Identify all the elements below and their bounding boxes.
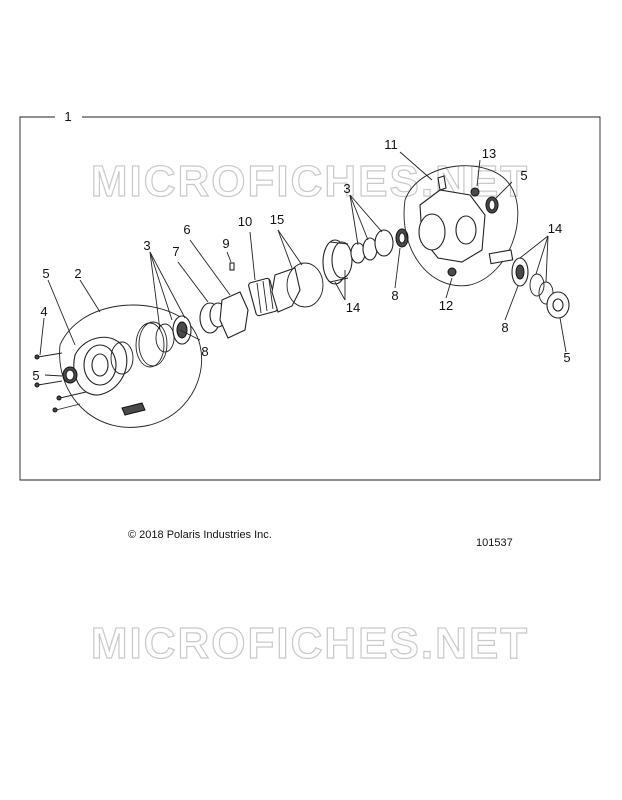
callout-8: 8	[391, 288, 398, 303]
callouts: 2 5 4 5 3 7 6 9 10 15 8 3 14 8 11 13 5 1…	[32, 137, 570, 383]
bolts	[34, 352, 87, 413]
callout-15: 15	[270, 212, 284, 227]
callout-5: 5	[32, 368, 39, 383]
callout-5: 5	[42, 266, 49, 281]
internal-parts-group	[155, 228, 409, 353]
callout-14: 14	[548, 221, 562, 236]
callout-8: 8	[501, 320, 508, 335]
callout-3: 3	[343, 181, 350, 196]
copyright-notice: © 2018 Polaris Industries Inc.	[128, 529, 272, 541]
figure-number: 101537	[476, 537, 513, 549]
callout-14: 14	[346, 300, 360, 315]
callout-6: 6	[183, 222, 190, 237]
callout-8: 8	[201, 344, 208, 359]
callout-7: 7	[172, 244, 179, 259]
callout-2: 2	[74, 266, 81, 281]
diagram-frame	[19, 116, 601, 481]
callout-1: 1	[64, 109, 71, 124]
output-shaft-group	[488, 249, 570, 319]
leader-lines	[39, 151, 567, 377]
gear-case-group	[403, 165, 519, 287]
callout-9: 9	[222, 236, 229, 251]
callout-10: 10	[238, 214, 252, 229]
callout-13: 13	[482, 146, 496, 161]
watermark-bottom: MICROFICHES.NET	[91, 619, 529, 668]
callout-11: 11	[384, 137, 398, 152]
callout-3: 3	[143, 238, 150, 253]
callout-12: 12	[439, 298, 453, 313]
callout-5: 5	[520, 168, 527, 183]
callout-4: 4	[40, 304, 47, 319]
cover-housing-group	[34, 304, 203, 428]
callout-5: 5	[563, 350, 570, 365]
